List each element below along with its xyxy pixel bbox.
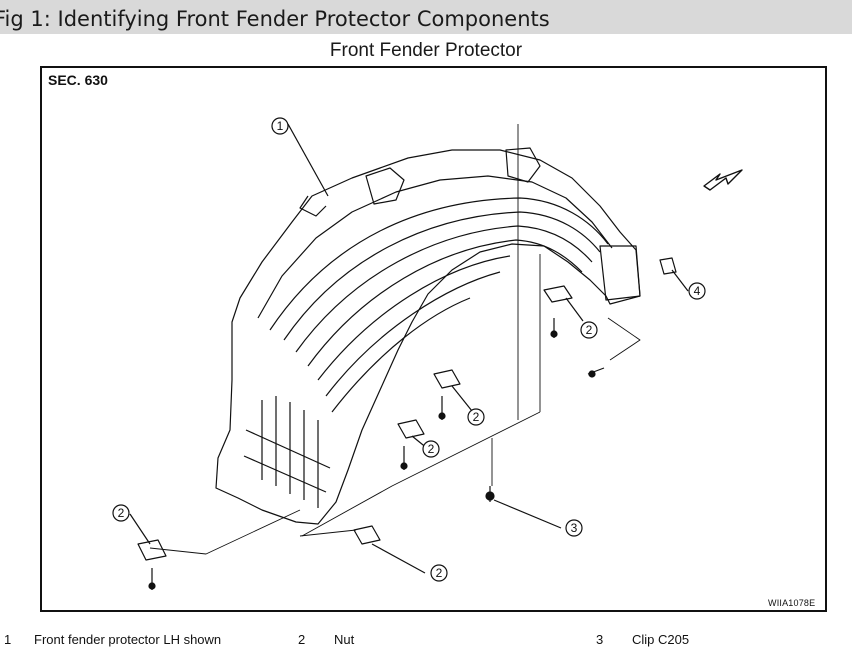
diagram-code: WIIA1078E (768, 598, 816, 608)
legend-num: 3 (596, 632, 604, 647)
callout-4 (688, 282, 706, 300)
section-label: SEC. 630 (48, 72, 108, 88)
diagram-title: Front Fender Protector (329, 40, 523, 61)
clip-icon (659, 257, 677, 275)
fender-protector-outline (215, 149, 641, 525)
screw-icon (148, 318, 605, 590)
callout-2 (112, 504, 130, 522)
parts-legend: 1 Front fender protector LH shown 2 Nut … (0, 632, 852, 647)
legend-num: 2 (298, 632, 306, 647)
callout-num-2: 2 (436, 566, 443, 580)
callout-2 (467, 408, 485, 426)
callout-num-1: 1 (277, 119, 284, 133)
callout-num-2: 2 (586, 323, 593, 337)
callout-num-2: 2 (428, 442, 435, 456)
direction-arrow-icon (703, 169, 743, 191)
callout-1 (271, 117, 289, 135)
clip-nut-icon (137, 285, 573, 561)
legend-num: 1 (4, 632, 12, 647)
figure-caption: Fig 1: Identifying Front Fender Protecto… (0, 7, 550, 31)
legend-text: Clip C205 (632, 632, 690, 647)
legend-text: Front fender protector LH shown (34, 632, 222, 647)
callout-num-3: 3 (571, 521, 578, 535)
callout-num-2: 2 (118, 506, 125, 520)
callout-2 (422, 440, 440, 458)
figure-caption-bar: Fig 1: Identifying Front Fender Protecto… (0, 0, 852, 34)
callout-2 (580, 321, 598, 339)
diagram-frame (40, 66, 827, 612)
callout-num-4: 4 (694, 284, 701, 298)
legend-text: Nut (334, 632, 355, 647)
callout-num-2: 2 (473, 410, 480, 424)
callout-3 (565, 519, 583, 537)
callout-2 (430, 564, 448, 582)
